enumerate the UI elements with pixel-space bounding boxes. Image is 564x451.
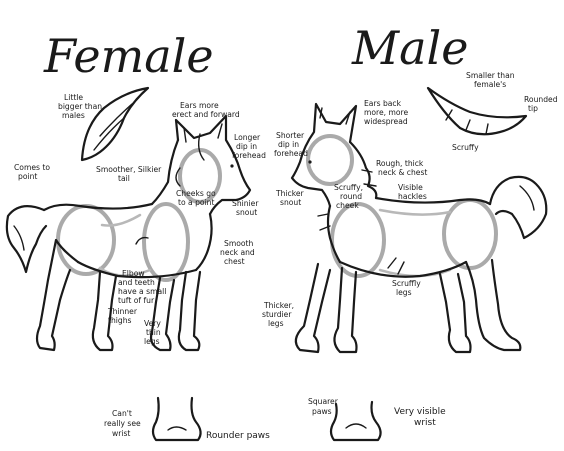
- note-thin-legs: Very thin legs: [144, 319, 163, 346]
- female-paw-detail: [151, 396, 202, 442]
- note-very-visible-wrist: Very visible wrist: [394, 407, 449, 428]
- note-rounder-paws: Rounder paws: [206, 431, 270, 441]
- note-rough-neck: Rough, thick neck & chest: [376, 159, 427, 177]
- note-visible-hackles: Visible hackles: [398, 183, 427, 201]
- note-ears-forward: Ears more erect and forward: [172, 101, 240, 119]
- male-title: Male: [351, 21, 468, 75]
- note-scruffly-legs: Scruffly legs: [392, 279, 423, 297]
- note-thinner-thighs: Thinner thighs: [107, 307, 139, 325]
- note-longer-dip: Longer dip in forehead: [232, 133, 266, 160]
- note-sturdier-legs: Thicker, sturdier legs: [262, 301, 297, 328]
- male-outline: [290, 102, 548, 354]
- male-annotations: Smaller than female's Rounded tip Scruff…: [262, 71, 560, 428]
- note-cant-see-wrist: Can't really see wrist: [104, 409, 143, 438]
- note-thicker-snout: Thicker snout: [275, 189, 306, 207]
- note-smooth-neck: Smooth neck and chest: [220, 239, 257, 266]
- note-smaller-than-female: Smaller than female's: [466, 71, 517, 89]
- female-annotations: Little bigger than males Comes to point …: [14, 93, 270, 441]
- female-wolf: [5, 114, 252, 352]
- note-rounded-tip: Rounded tip: [524, 95, 560, 113]
- note-scruffy-tail: Scruffy: [452, 143, 479, 152]
- note-smoother-tail: Smoother, Silkier tail: [96, 165, 164, 183]
- note-shorter-dip: Shorter dip in forehead: [274, 131, 308, 158]
- note-elbow-tuft: Elbow and teeth have a small tuft of fur: [118, 269, 169, 305]
- male-wolf: [290, 102, 548, 354]
- note-squarer-paws: Squarer paws: [308, 397, 340, 416]
- female-outline: [5, 114, 252, 352]
- note-tail-bigger: Little bigger than males: [58, 93, 104, 120]
- female-tail-sketch: [80, 86, 150, 162]
- male-paw-detail: [329, 400, 382, 442]
- note-cheeks-point: Cheeks go to a point: [176, 189, 218, 207]
- note-comes-to-point: Comes to point: [14, 163, 52, 181]
- male-tail-sketch: [426, 86, 528, 136]
- note-ears-back: Ears back more, more widespread: [364, 99, 411, 126]
- note-scruffy-cheek: Scruffy, round cheek: [334, 183, 366, 210]
- note-shinier-snout: Shinier snout: [232, 199, 261, 217]
- female-title: Female: [43, 29, 214, 83]
